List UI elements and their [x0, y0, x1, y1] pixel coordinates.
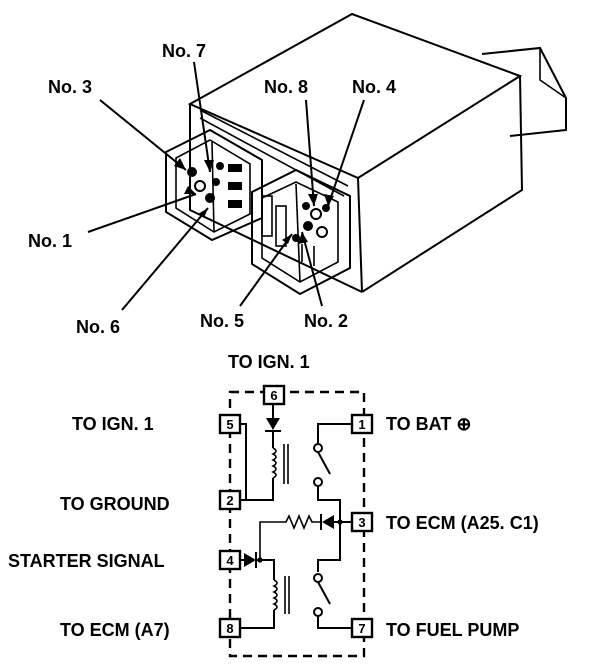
svg-text:1: 1 — [358, 417, 365, 432]
callout-no5: No. 5 — [200, 311, 244, 331]
callout-no6: No. 6 — [76, 317, 120, 337]
pin-5: 5 — [218, 413, 242, 435]
pin-7: 7 — [350, 617, 374, 639]
callout-no8: No. 8 — [264, 77, 308, 97]
right-connector — [251, 168, 351, 296]
switch-upper — [317, 451, 331, 475]
pin-3: 3 — [350, 511, 374, 533]
label-starter-signal: STARTER SIGNAL — [8, 551, 165, 571]
pin-8: 8 — [218, 617, 242, 639]
left-connector — [165, 128, 263, 242]
label-to-ecm-a7: TO ECM (A7) — [60, 620, 170, 640]
relay-enclosure — [228, 390, 366, 658]
resistor — [259, 513, 321, 560]
svg-text:5: 5 — [226, 417, 233, 432]
svg-text:4: 4 — [226, 553, 234, 568]
label-to-ground: TO GROUND — [60, 494, 170, 514]
callout-no2: No. 2 — [304, 311, 348, 331]
pin-1: 1 — [350, 413, 374, 435]
pin-4: 4 — [218, 549, 242, 571]
svg-text:8: 8 — [226, 621, 233, 636]
diode-ecm — [322, 515, 334, 529]
relay-housing-illustration: No. 3 No. 7 No. 8 No. 4 No. 1 No. 6 No. … — [28, 12, 567, 337]
callout-no1: No. 1 — [28, 231, 72, 251]
callout-leaders — [87, 61, 365, 311]
svg-text:6: 6 — [270, 388, 277, 403]
svg-text:2: 2 — [226, 493, 233, 508]
callout-no3: No. 3 — [48, 77, 92, 97]
relay-schematic: TO IGN. 1 — [8, 352, 539, 658]
label-to-bat: TO BAT ⊕ — [386, 414, 471, 434]
coil-lower — [272, 579, 278, 611]
label-to-ign1: TO IGN. 1 — [72, 414, 154, 434]
diode-upper — [266, 418, 280, 430]
callout-no4: No. 4 — [352, 77, 396, 97]
switch-lower — [317, 581, 331, 605]
svg-text:3: 3 — [358, 515, 365, 530]
label-to-fuel-pump: TO FUEL PUMP — [386, 620, 519, 640]
svg-text:7: 7 — [358, 621, 365, 636]
pin-6: 6 — [262, 384, 286, 406]
relay-body-side — [361, 75, 524, 293]
schematic-top-label: TO IGN. 1 — [228, 352, 310, 372]
label-to-ecm-a25: TO ECM (A25. C1) — [386, 513, 539, 533]
diode-starter — [244, 553, 256, 567]
callout-no7: No. 7 — [162, 41, 206, 61]
internal-wiring — [240, 404, 352, 629]
pin-2: 2 — [218, 489, 242, 511]
coil-upper — [271, 447, 277, 479]
